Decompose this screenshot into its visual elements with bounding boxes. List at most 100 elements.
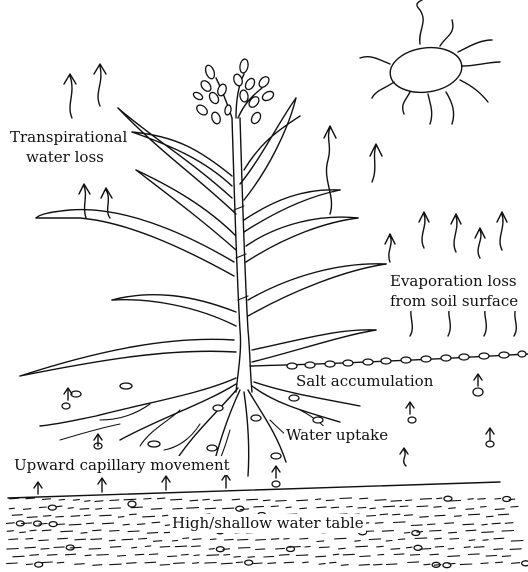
water-dash bbox=[223, 508, 234, 509]
water-dash bbox=[317, 541, 324, 542]
water-dash bbox=[109, 508, 120, 509]
water-dash bbox=[7, 523, 15, 524]
water-dash bbox=[39, 540, 49, 541]
label-water-table: High/shallow water table bbox=[170, 514, 366, 533]
water-dash bbox=[110, 564, 122, 565]
water-dash bbox=[61, 531, 73, 532]
water-dash bbox=[248, 557, 254, 558]
water-dash bbox=[151, 509, 162, 510]
water-dash bbox=[411, 525, 422, 526]
water-dash bbox=[449, 532, 457, 533]
water-dash bbox=[341, 565, 348, 566]
water-dash bbox=[234, 557, 240, 558]
water-dash bbox=[386, 541, 392, 542]
water-dash bbox=[57, 562, 64, 563]
water-dash bbox=[26, 498, 35, 499]
water-dash bbox=[22, 523, 32, 524]
water-dash bbox=[319, 564, 325, 565]
label-water-uptake: Water uptake bbox=[284, 426, 390, 445]
water-dash bbox=[39, 524, 47, 525]
water-dash bbox=[469, 514, 480, 515]
salt-crystal-icon bbox=[35, 562, 43, 567]
water-dash bbox=[434, 507, 441, 508]
salt-crystal-icon bbox=[245, 560, 253, 565]
water-dash bbox=[181, 554, 188, 555]
salt-crystal-icon bbox=[503, 497, 511, 502]
water-dash bbox=[118, 556, 126, 557]
water-dash bbox=[135, 554, 144, 555]
water-dash bbox=[411, 555, 420, 556]
water-dash bbox=[236, 562, 242, 563]
label-evaporation-line1: Evaporation loss bbox=[388, 272, 519, 291]
water-dash bbox=[420, 499, 431, 500]
water-dash bbox=[91, 539, 102, 540]
water-dash bbox=[263, 500, 270, 501]
water-dash bbox=[87, 523, 94, 524]
water-dash bbox=[284, 562, 294, 563]
label-evaporation-line2: from soil surface bbox=[388, 292, 520, 311]
salt-crystal-icon bbox=[287, 351, 526, 369]
water-dash bbox=[495, 509, 504, 510]
water-dash bbox=[382, 531, 393, 532]
water-dash bbox=[276, 501, 286, 502]
water-dash bbox=[93, 565, 102, 566]
water-dash bbox=[139, 538, 147, 539]
water-dash bbox=[450, 500, 461, 501]
water-dash bbox=[224, 539, 233, 540]
water-dash bbox=[256, 549, 265, 550]
water-dash bbox=[424, 564, 430, 565]
water-dash bbox=[122, 539, 133, 540]
water-dash bbox=[95, 501, 103, 502]
water-dash bbox=[71, 516, 80, 517]
water-dash bbox=[56, 506, 62, 507]
water-dash bbox=[300, 508, 307, 509]
water-dash bbox=[509, 499, 515, 500]
water-dash bbox=[511, 506, 518, 507]
label-capillary-movement: Upward capillary movement bbox=[12, 456, 232, 475]
water-dash bbox=[359, 565, 369, 566]
water-dash bbox=[435, 538, 442, 539]
water-dash bbox=[450, 539, 459, 540]
water-dash bbox=[207, 555, 219, 556]
salt-crystal-icon bbox=[522, 561, 528, 566]
water-dash bbox=[502, 556, 510, 557]
water-dash bbox=[109, 540, 115, 541]
water-dash bbox=[42, 530, 51, 531]
water-dash bbox=[26, 538, 33, 539]
water-dash bbox=[463, 524, 474, 525]
water-dash bbox=[110, 531, 120, 532]
water-dash bbox=[482, 532, 494, 533]
water-dash bbox=[80, 509, 89, 510]
water-dash bbox=[223, 549, 230, 550]
water-dash bbox=[394, 522, 406, 523]
water-dash bbox=[43, 499, 51, 500]
water-dash bbox=[224, 555, 230, 556]
water-dash bbox=[168, 556, 177, 557]
water-dash bbox=[486, 556, 497, 557]
water-dash bbox=[481, 563, 488, 564]
water-dash bbox=[405, 515, 413, 516]
water-dash bbox=[469, 540, 475, 541]
water-dash bbox=[483, 540, 488, 541]
water-dash bbox=[333, 554, 339, 555]
water-dash bbox=[460, 564, 472, 565]
water-dash bbox=[10, 498, 19, 499]
water-dash bbox=[124, 499, 136, 500]
water-dash bbox=[406, 500, 412, 501]
water-dash bbox=[154, 541, 162, 542]
water-dash bbox=[279, 555, 289, 556]
water-dash bbox=[300, 538, 308, 539]
water-dash bbox=[455, 516, 462, 517]
water-dash bbox=[404, 532, 410, 533]
water-dash bbox=[330, 562, 336, 563]
water-dash bbox=[27, 564, 33, 565]
water-dash bbox=[393, 514, 400, 515]
water-dash bbox=[254, 563, 263, 564]
water-dash bbox=[420, 549, 431, 550]
water-dash bbox=[193, 539, 201, 540]
plant-stem bbox=[232, 118, 252, 392]
soil-surface bbox=[250, 351, 528, 369]
water-dash bbox=[347, 506, 353, 507]
water-dash bbox=[481, 507, 487, 508]
water-dash bbox=[100, 515, 112, 516]
